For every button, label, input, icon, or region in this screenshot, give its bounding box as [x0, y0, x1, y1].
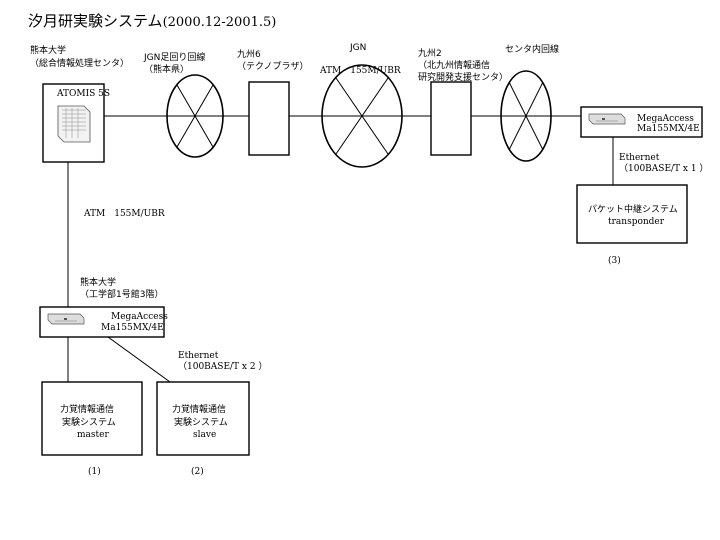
mega-access-top-device-icon — [588, 113, 626, 125]
mega-access-bottom-label-2: Ma155MX/4E — [101, 323, 164, 333]
kumamoto-univ-label-2: （総合情報処理センタ） — [30, 57, 129, 69]
mega-access-bottom-label-1: MegaAccess — [111, 312, 168, 322]
kumamoto-univ-label-1: 熊本大学 — [30, 44, 66, 56]
diagram-title: 汐月研実験システム(2000.12-2001.5) — [28, 12, 276, 30]
slave-system-box — [156, 381, 250, 456]
slave-number: (2) — [191, 466, 204, 477]
mega-access-bottom-device-icon — [47, 313, 85, 325]
ethernet-bottom-label-1: Ethernet — [178, 351, 219, 361]
master-label-3: master — [77, 430, 109, 440]
transponder-box — [576, 184, 688, 244]
transponder-number: (3) — [608, 255, 621, 266]
jgn-label: JGN — [349, 43, 366, 53]
kyushu6-label-1: 九州6 — [237, 49, 261, 60]
master-label-2: 実験システム — [62, 416, 116, 428]
center-line-switch — [500, 70, 552, 162]
transponder-label-1: パケット中継システム — [588, 203, 678, 215]
jgn-access-label-1: JGN足回り回線 — [143, 51, 205, 63]
kumamoto-eng-label-1: 熊本大学 — [80, 276, 116, 288]
transponder-label-2: transponder — [608, 217, 665, 227]
atomis-label: ATOMIS 5S — [56, 89, 110, 99]
slave-label-2: 実験システム — [174, 416, 228, 428]
kyushu2-label-2: （北九州情報通信 — [418, 59, 490, 71]
jgn-access-switch — [166, 74, 224, 158]
kyushu6-label-2: （テクノプラザ） — [237, 61, 308, 72]
slave-link — [107, 336, 171, 383]
ethernet-top-label-1: Ethernet — [619, 153, 660, 163]
atm-backbone-label: ATM 155M/UBR — [319, 66, 401, 76]
kyushu2-label-3: 研究開発支援センタ） — [418, 71, 508, 83]
center-line-label: センタ内回線 — [505, 43, 559, 55]
mega-access-top-label-2: Ma155MX/4E — [637, 124, 700, 134]
master-system-box — [41, 381, 143, 456]
jgn-access-label-2: （熊本県） — [144, 63, 189, 75]
jgn-backbone-switch — [321, 64, 403, 168]
kumamoto-eng-label-2: （工学部1号館3階） — [80, 288, 163, 300]
ethernet-top-label-2: （100BASE/T x 1 ） — [619, 163, 708, 174]
master-number: (1) — [88, 466, 101, 477]
slave-label-1: 力覚情報通信 — [172, 403, 226, 415]
kyushu2-node-box — [430, 81, 472, 156]
mega-access-top-label-1: MegaAccess — [637, 114, 694, 124]
ethernet-bottom-label-2: （100BASE/T x 2 ） — [178, 361, 267, 372]
slave-label-3: slave — [193, 430, 216, 440]
atm-vertical-label: ATM 155M/UBR — [83, 209, 165, 219]
kyushu6-node-box — [248, 81, 290, 156]
atomis-device-icon — [57, 105, 91, 143]
master-label-1: 力覚情報通信 — [60, 403, 114, 415]
kyushu2-label-1: 九州2 — [418, 48, 442, 59]
